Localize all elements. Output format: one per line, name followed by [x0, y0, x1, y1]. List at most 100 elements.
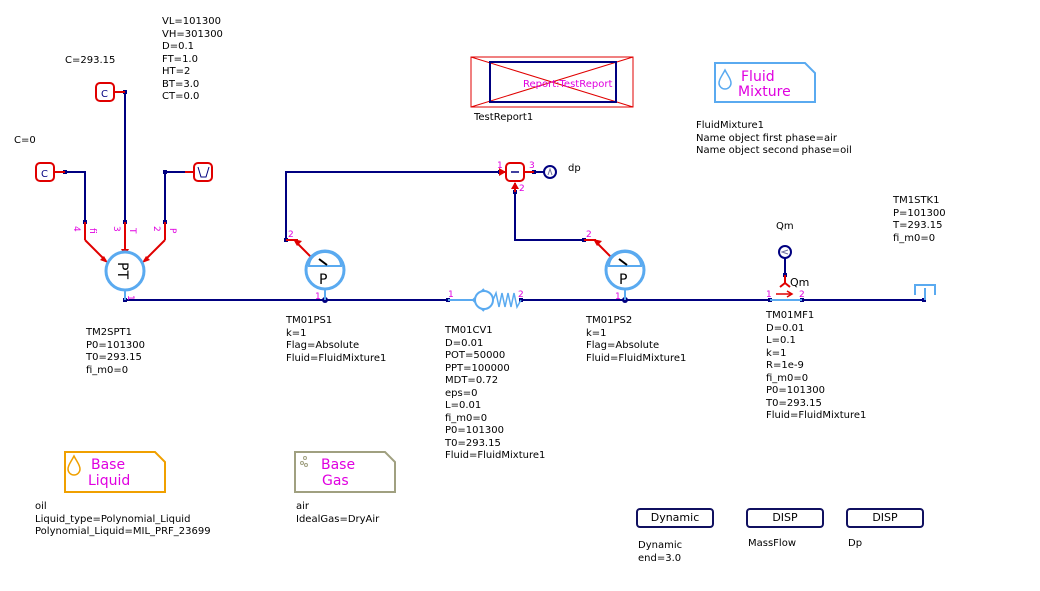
subtractor[interactable]: 1 3 2: [497, 161, 535, 194]
param-line: end=3.0: [638, 552, 682, 564]
pressure-sensor-2[interactable]: P 2 1: [584, 230, 646, 302]
wire-fi[interactable]: [65, 171, 86, 222]
pin-label: 2: [518, 290, 524, 300]
param-line: VL=101300: [162, 16, 221, 27]
param-line: fi_m0=0: [766, 372, 809, 384]
disp-massflow-button[interactable]: DISP: [746, 508, 824, 528]
report-block[interactable]: Report:TestReport: [470, 56, 634, 108]
disp-dp-button[interactable]: DISP: [846, 508, 924, 528]
dp-output-label: dp: [568, 163, 581, 174]
fluid-mixture-block[interactable]: Fluid Mixture: [714, 62, 816, 103]
disp-massflow-label: MassFlow: [748, 538, 796, 551]
pin-label: 3: [529, 161, 535, 171]
param-line: POT=50000: [445, 350, 506, 361]
param-line: fi_m0=0: [445, 412, 488, 424]
ps2-symbol: P: [619, 272, 627, 288]
param-line: eps=0: [445, 387, 478, 399]
param-line: Flag=Absolute: [586, 340, 660, 351]
param-line: oil: [35, 501, 47, 512]
const-phi-block[interactable]: C: [35, 162, 65, 182]
param-line: T0=293.15: [445, 437, 501, 449]
wire-ps1-sub[interactable]: [285, 171, 500, 240]
param-line: Dp: [848, 538, 863, 549]
gas-bubbles-icon: [300, 456, 308, 467]
tank[interactable]: [914, 284, 936, 300]
param-line: P0=101300: [445, 425, 504, 436]
disp-dp-label: Dp: [848, 538, 862, 551]
qm-output[interactable]: Qm: [776, 221, 794, 259]
dp-output[interactable]: dp: [543, 163, 581, 179]
param-line: MassFlow: [748, 538, 797, 549]
liquid-drop-icon: [67, 454, 81, 476]
param-line: Fluid=FluidMixture1: [445, 450, 546, 461]
pt-source[interactable]: PT 4 fi 3 T 2 P 1: [71, 222, 177, 301]
pin-label: P: [167, 228, 177, 234]
pin-label: 1: [448, 290, 454, 300]
const-phi-label: C=0: [14, 135, 36, 146]
param-line: TM01PS1: [286, 315, 333, 326]
base-gas-title-2: Gas: [322, 473, 349, 489]
param-line: TM01CV1: [445, 325, 493, 336]
check-valve[interactable]: 1 2: [448, 288, 524, 312]
param-line: PPT=100000: [445, 362, 510, 374]
pin-label: 2: [151, 226, 161, 232]
param-line: HT=2: [162, 66, 191, 77]
trapezoid-wave-icon: [197, 166, 210, 178]
param-line: TM2SPT1: [86, 327, 132, 338]
param-line: T0=293.15: [86, 352, 142, 363]
base-liquid-block[interactable]: Base Liquid: [64, 451, 166, 493]
param-line: L=0.01: [445, 400, 482, 411]
param-line: P0=101300: [86, 339, 145, 351]
param-line: VH=301300: [162, 28, 223, 40]
param-line: TM1STK1: [893, 195, 940, 206]
param-line: FluidMixture1: [696, 120, 764, 131]
param-line: D=0.01: [445, 337, 484, 349]
param-line: k=1: [286, 327, 307, 339]
droplet-icon: [718, 68, 732, 90]
dynamic-block-button[interactable]: Dynamic: [636, 508, 714, 528]
qm-output-label: Qm: [776, 221, 794, 232]
param-line: Liquid_type=Polynomial_Liquid: [35, 513, 191, 525]
param-line: D=0.1: [162, 41, 194, 52]
pin-label: 2: [288, 230, 294, 240]
pin-label: T: [127, 227, 137, 234]
ps1-symbol: P: [319, 272, 327, 288]
param-line: Name object second phase=oil: [696, 145, 852, 156]
base-gas-block[interactable]: Base Gas: [294, 451, 396, 493]
pin-label: 1: [615, 292, 621, 302]
param-line: P0=101300: [766, 385, 825, 396]
wire-p[interactable]: [164, 171, 185, 222]
signal-source-block[interactable]: [185, 162, 213, 182]
pin-label: 2: [586, 230, 592, 240]
base-gas-title-1: Base: [321, 457, 355, 473]
param-line: T=293.15: [893, 220, 943, 231]
param-line: L=0.1: [766, 335, 796, 346]
param-line: R=1e-9: [766, 360, 804, 371]
pin-label: 1: [125, 295, 135, 301]
param-line: Fluid=FluidMixture1: [286, 352, 387, 364]
param-line: BT=3.0: [162, 78, 200, 90]
report-name: TestReport1: [474, 112, 534, 123]
param-line: Polynomial_Liquid=MIL_PRF_23699: [35, 526, 211, 537]
pressure-sensor-1[interactable]: P 2 1: [286, 230, 346, 302]
wire-ps2-sub[interactable]: [514, 192, 584, 241]
pin-label: 3: [111, 226, 121, 232]
param-line: Fluid=FluidMixture1: [766, 410, 867, 421]
param-line: FT=1.0: [162, 53, 198, 65]
param-line: IdealGas=DryAir: [296, 513, 380, 525]
mf-output-label: Qm: [790, 276, 809, 289]
const-temp-block[interactable]: C: [95, 82, 125, 102]
mass-flow-sensor[interactable]: Qm 1 2: [766, 275, 809, 301]
pin-label: 4: [71, 226, 81, 232]
param-line: D=0.01: [766, 322, 805, 334]
param-line: fi_m0=0: [86, 364, 129, 376]
